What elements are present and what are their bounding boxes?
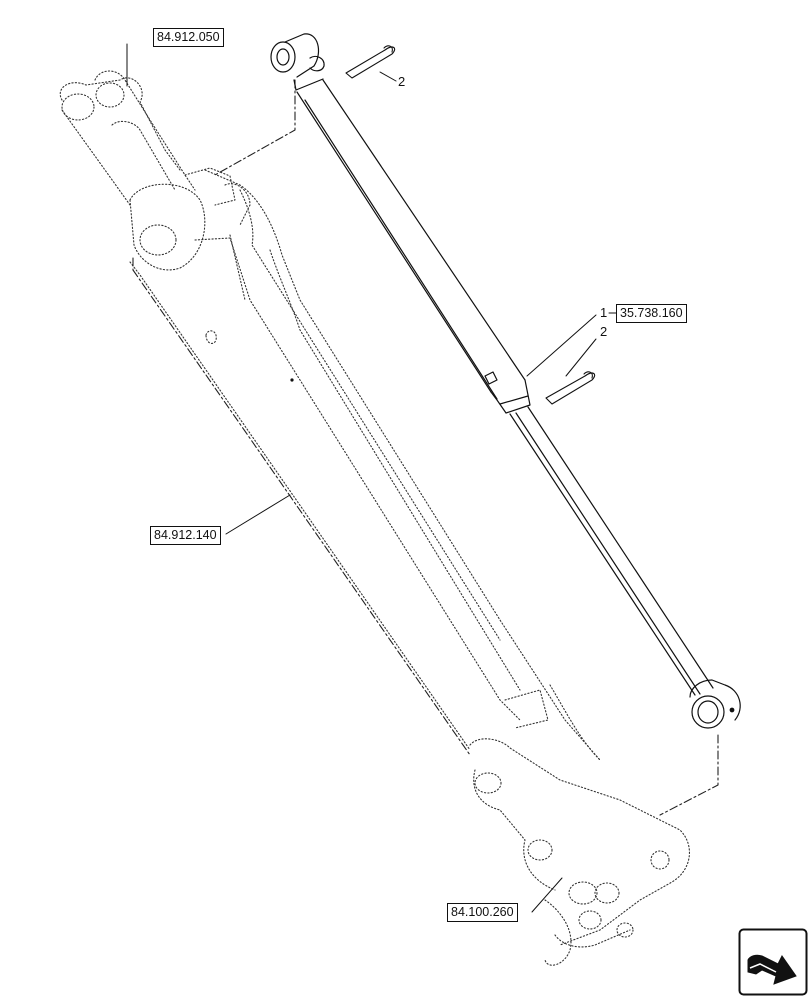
pin-mid <box>545 371 596 405</box>
next-page-arrow-icon[interactable] <box>738 928 808 996</box>
callout-leaders <box>126 43 617 913</box>
callout-item-1: 1 <box>600 305 608 320</box>
leader-lines <box>132 79 719 816</box>
hydraulic-cylinder <box>270 33 741 729</box>
callout-item-2-top: 2 <box>398 74 406 89</box>
reference-84-912-050[interactable]: 84.912.050 <box>153 28 224 47</box>
callout-item-2-mid: 2 <box>600 324 608 339</box>
reference-84-100-260[interactable]: 84.100.260 <box>447 903 518 922</box>
reference-35-738-160[interactable]: 35.738.160 <box>616 304 687 323</box>
pin-top <box>345 45 396 79</box>
reference-84-912-140[interactable]: 84.912.140 <box>150 526 221 545</box>
dipper-arm-phantom <box>59 70 690 966</box>
